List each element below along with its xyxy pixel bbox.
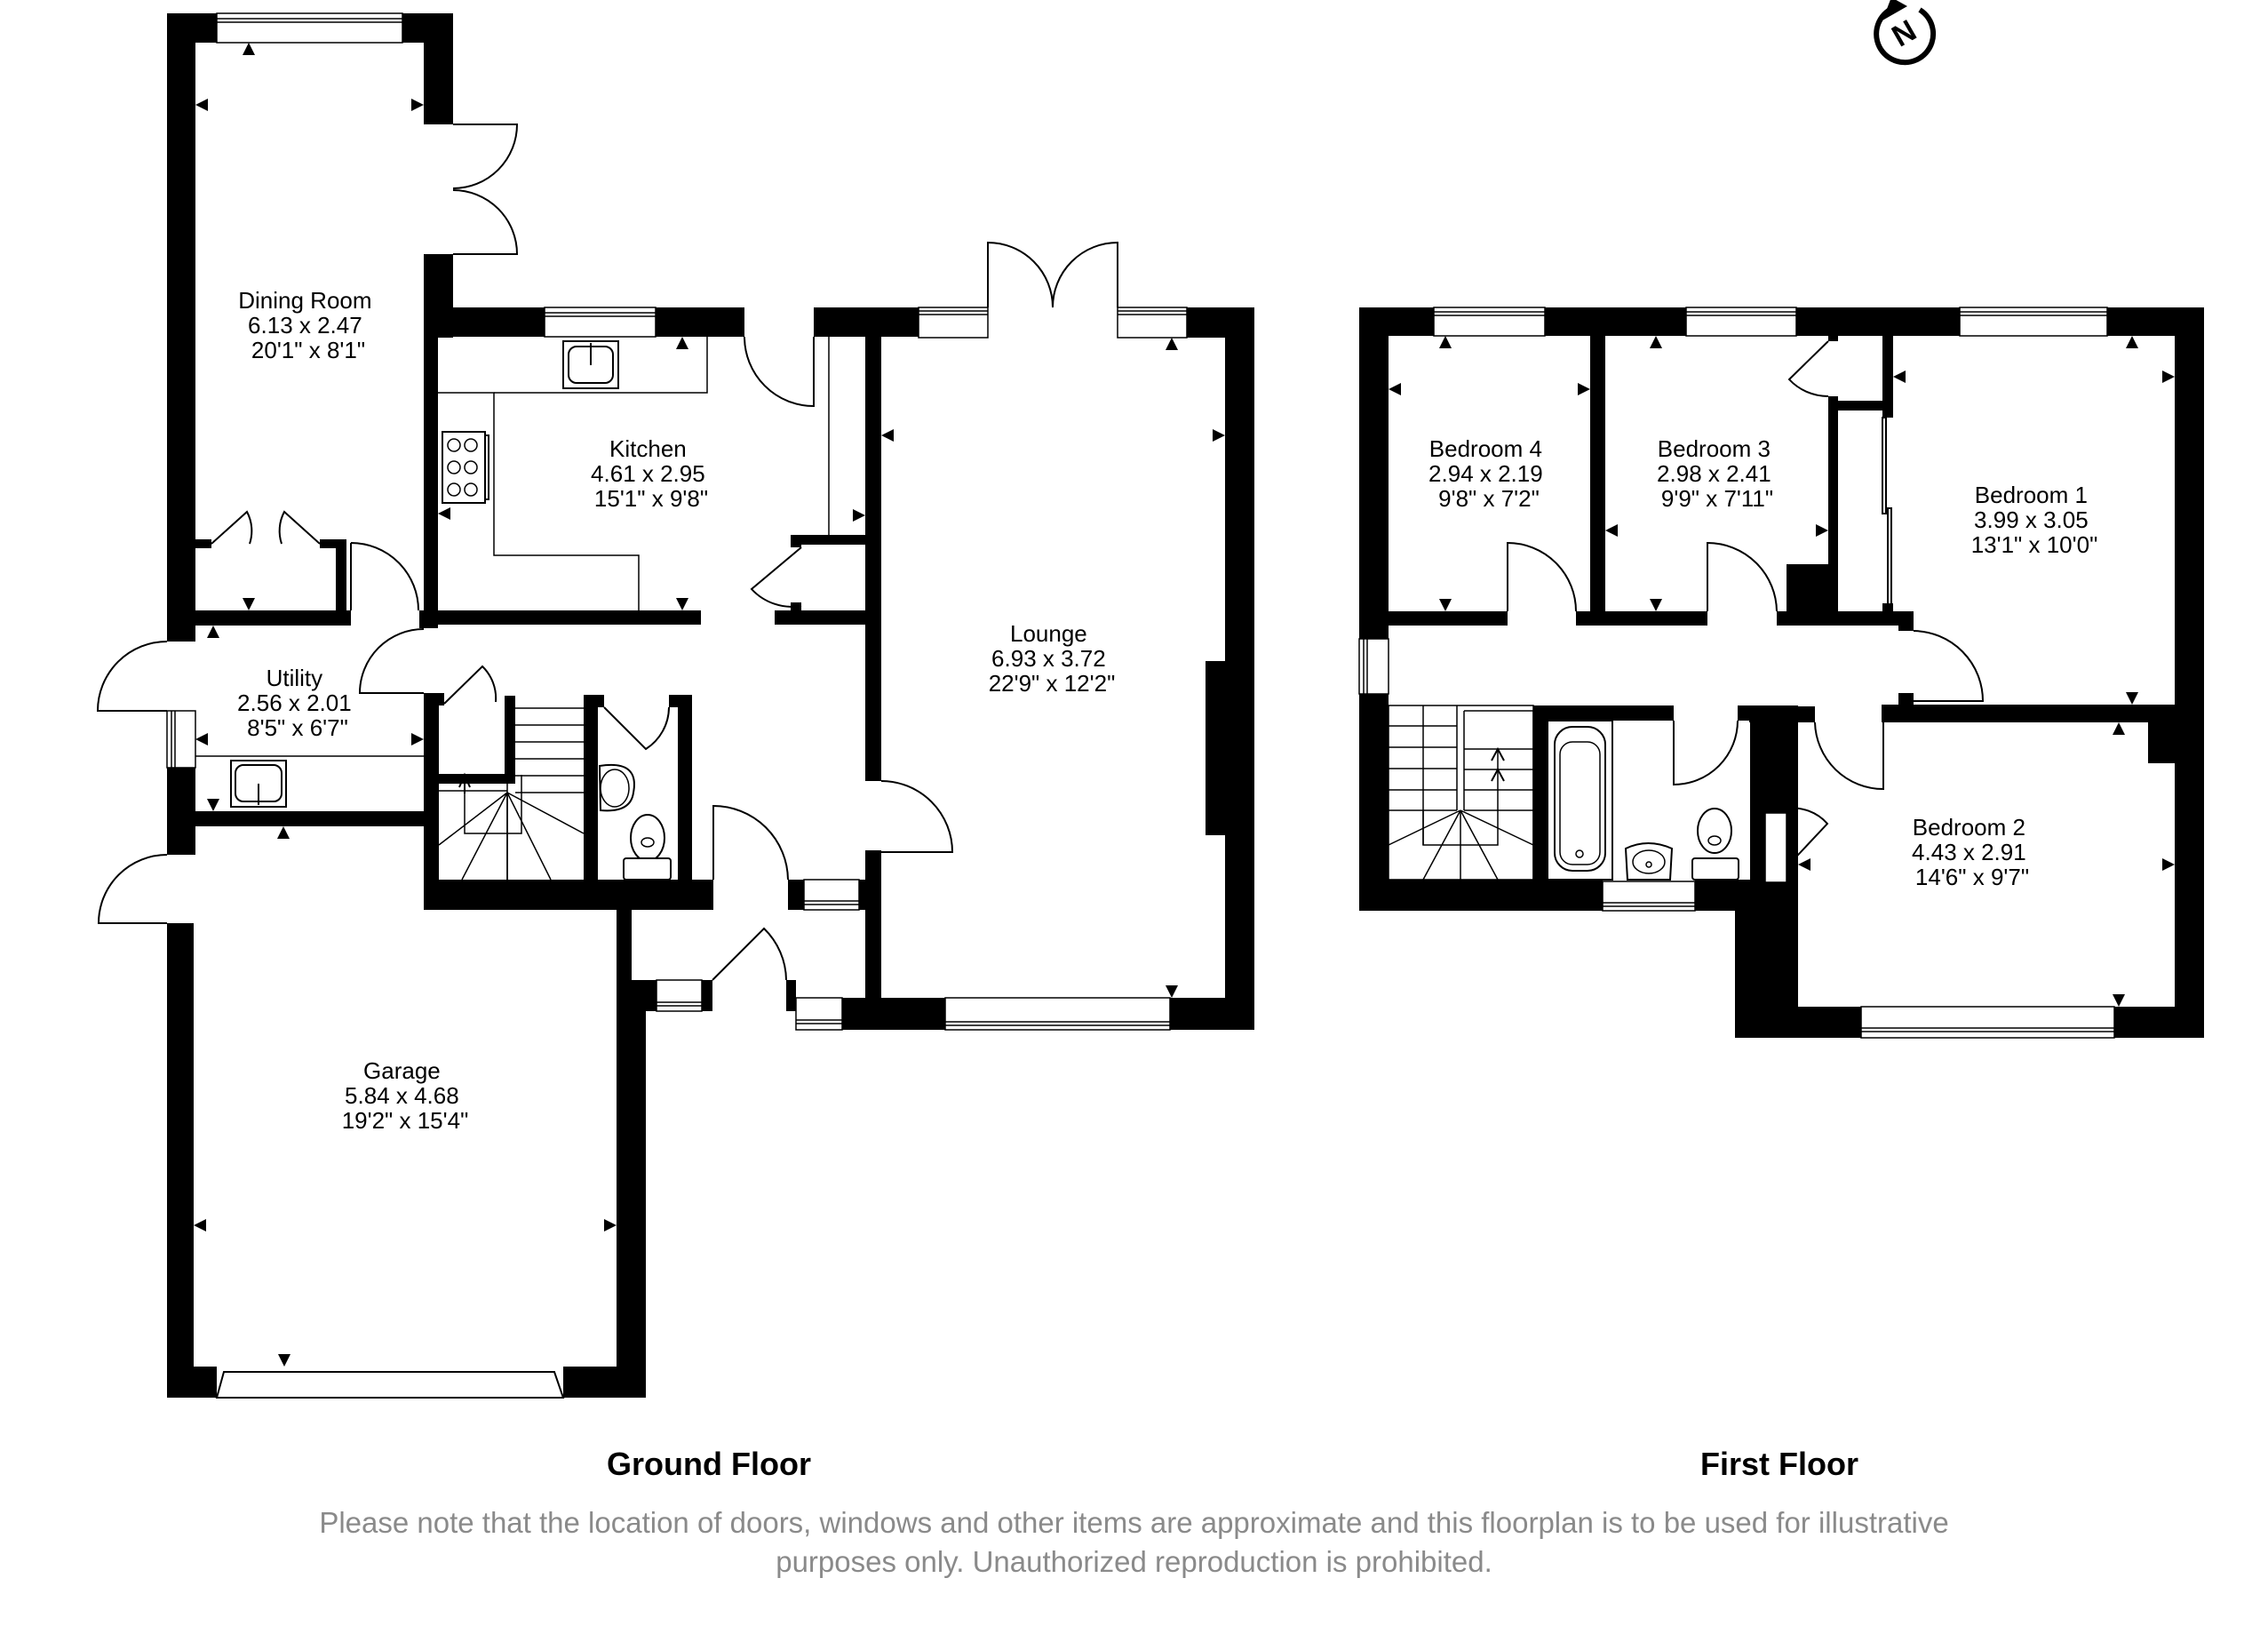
ground-stairs bbox=[438, 707, 585, 881]
kitchen-counter bbox=[438, 337, 830, 610]
first-floor-stairs bbox=[1388, 705, 1534, 881]
stair-wc-walls bbox=[424, 693, 713, 910]
porch-window-right bbox=[795, 997, 843, 1031]
kitchen-back-door bbox=[744, 336, 815, 408]
bedroom2-door bbox=[1814, 721, 1884, 791]
utility-sink-icon bbox=[230, 760, 287, 808]
ground-floor-plan: Dining Room 6.13 x 2.47 20'1" x 8'1" Kit… bbox=[96, 12, 1254, 1399]
compass-north-label: N bbox=[1886, 13, 1922, 53]
room-label-kitchen: Kitchen 4.61 x 2.95 15'1" x 9'8" bbox=[591, 435, 712, 512]
room-label-bedroom1: Bedroom 1 3.99 x 3.05 13'1" x 10'0" bbox=[1971, 482, 2098, 558]
hall-window bbox=[803, 879, 860, 911]
room-label-dining: Dining Room 6.13 x 2.47 20'1" x 8'1" bbox=[238, 287, 378, 363]
ground-floor-title: Ground Floor bbox=[607, 1446, 811, 1482]
utility-walls bbox=[167, 610, 438, 855]
disclaimer-text: Please note that the location of doors, … bbox=[0, 1503, 2268, 1582]
bedroom1-door bbox=[1913, 630, 1985, 702]
lounge-french-doors bbox=[987, 241, 1118, 308]
kitchen-walls bbox=[424, 307, 919, 625]
lounge-window-top-left bbox=[918, 307, 989, 339]
room-label-lounge: Lounge 6.93 x 3.72 22'9" x 12'2" bbox=[989, 620, 1116, 697]
bathroom-door bbox=[1673, 720, 1739, 786]
lounge-window-top-right bbox=[1117, 307, 1188, 339]
bath-icon bbox=[1547, 720, 1613, 881]
dining-french-doors bbox=[452, 124, 519, 255]
room-label-bedroom2: Bedroom 2 4.43 x 2.91 14'6" x 9'7" bbox=[1912, 814, 2033, 890]
wc-toilet-icon bbox=[623, 814, 672, 881]
porch-walls bbox=[617, 910, 796, 1011]
bathroom-basin-icon bbox=[1624, 842, 1674, 881]
room-label-bedroom3: Bedroom 3 2.98 x 2.41 9'9" x 7'11" bbox=[1657, 435, 1778, 512]
disclaimer-line-2: purposes only. Unauthorized reproduction… bbox=[776, 1545, 1492, 1578]
bedroom2-cupboard bbox=[1764, 812, 1787, 883]
hob-icon bbox=[442, 431, 489, 504]
dimension-markers-ground bbox=[194, 43, 1225, 1367]
bedroom1-wardrobe-sliding-doors bbox=[1882, 417, 1892, 605]
bedroom2-cupboard-door bbox=[1786, 807, 1829, 868]
dining-utility-door bbox=[350, 542, 419, 611]
front-door bbox=[712, 927, 787, 981]
bedroom2-window bbox=[1860, 1006, 2115, 1039]
utility-hall-door bbox=[358, 628, 425, 694]
garage-door bbox=[215, 1371, 565, 1399]
lounge-door bbox=[880, 780, 954, 853]
kitchen-sink-icon bbox=[562, 340, 619, 389]
disclaimer-line-1: Please note that the location of doors, … bbox=[319, 1506, 1949, 1539]
north-compass-icon: N bbox=[1874, 0, 1937, 66]
utility-back-door bbox=[96, 641, 168, 712]
wc-door bbox=[603, 706, 670, 751]
room-label-garage: Garage 5.84 x 4.68 19'2" x 15'4" bbox=[342, 1057, 469, 1134]
dining-window bbox=[216, 12, 403, 44]
bedroom4-door bbox=[1507, 541, 1577, 612]
lounge-walls bbox=[842, 307, 1254, 1030]
bathroom-toilet-icon bbox=[1691, 808, 1739, 881]
garage-walls bbox=[167, 923, 646, 1398]
garage-side-door bbox=[97, 854, 168, 924]
first-floor-title: First Floor bbox=[1700, 1446, 1858, 1482]
wc-basin-icon bbox=[598, 763, 635, 812]
room-label-bedroom4: Bedroom 4 2.94 x 2.19 9'8" x 7'2" bbox=[1428, 435, 1549, 512]
pantry-door bbox=[750, 546, 802, 608]
kitchen-window bbox=[544, 307, 657, 338]
first-floor-walls bbox=[1359, 307, 2204, 1038]
lounge-window-bottom bbox=[944, 997, 1171, 1031]
bedroom3-door bbox=[1707, 541, 1778, 612]
dimension-markers-first bbox=[1389, 336, 2175, 1007]
room-label-utility: Utility 2.56 x 2.01 8'5" x 6'7" bbox=[237, 665, 358, 741]
dining-wardrobe bbox=[195, 510, 346, 610]
hall-inner-door bbox=[712, 804, 789, 881]
understairs-cupboard-door bbox=[443, 665, 497, 705]
first-floor-plan: Bedroom 4 2.94 x 2.19 9'8" x 7'2" Bedroo… bbox=[1358, 307, 2204, 1039]
bedroom3-cupboard-door bbox=[1787, 340, 1829, 398]
hall-wall bbox=[788, 880, 804, 910]
